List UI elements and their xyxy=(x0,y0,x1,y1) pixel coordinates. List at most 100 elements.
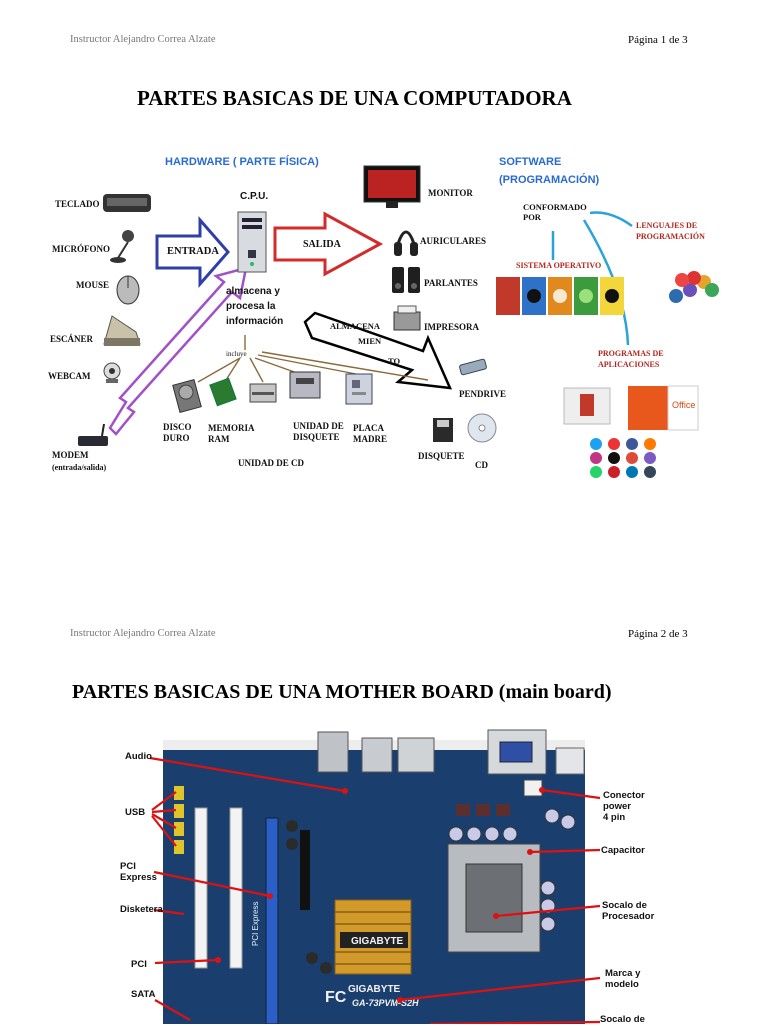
motherboard-icon xyxy=(345,373,373,405)
almacena-line1: almacena y xyxy=(226,286,280,297)
input-label-teclado: TECLADO xyxy=(55,199,100,209)
programas-label-1: PROGRAMAS DE xyxy=(598,349,664,358)
cd-drive-icon xyxy=(249,383,277,403)
io-port-lan xyxy=(361,737,393,773)
os-logos xyxy=(496,277,624,315)
entrada-label: ENTRADA xyxy=(167,246,219,257)
annotation-lines xyxy=(149,756,601,1024)
storage-label-memoria-1: MEMORIA xyxy=(208,423,255,433)
modem-sublabel: (entrada/salida) xyxy=(52,463,107,472)
input-label-mouse: MOUSE xyxy=(76,280,110,290)
storage-label-memoria-2: RAM xyxy=(208,434,230,444)
io-port-audio xyxy=(397,737,435,773)
cpu-socket xyxy=(447,843,541,953)
programas-label-2: APLICACIONES xyxy=(598,360,660,369)
cpu-label: C.P.U. xyxy=(240,191,269,202)
mouse-icon xyxy=(116,275,140,305)
mb-label-pci-express-1: PCI xyxy=(120,861,136,872)
modem-double-arrow xyxy=(108,266,248,436)
io-port-audio-usb xyxy=(317,731,349,773)
output-label-monitor: MONITOR xyxy=(428,188,473,198)
mb-label-pci-express-2: Express xyxy=(120,872,157,883)
mb-label-audio: Audio xyxy=(125,751,152,762)
social-media-icons xyxy=(590,438,656,478)
floppy-drive-icon xyxy=(289,371,321,399)
pendrive-label: PENDRIVE xyxy=(459,389,507,399)
software-heading-line1: SOFTWARE xyxy=(499,156,562,168)
mb-label-marca-2: modelo xyxy=(605,979,639,990)
software-heading-line2: (PROGRAMACIÓN) xyxy=(499,174,600,186)
input-label-webcam: WEBCAM xyxy=(48,371,91,381)
heatsink-fins xyxy=(335,911,411,965)
microphone-icon xyxy=(110,230,134,263)
fc-mark-text: FC xyxy=(325,989,347,1006)
keyboard-icon xyxy=(103,194,151,212)
almacenamiento-label-2: MIEN xyxy=(358,336,382,346)
power-connector-4pin xyxy=(523,779,543,797)
page-2-title-paren: (main board) xyxy=(493,681,612,703)
salida-label: SALIDA xyxy=(303,239,341,250)
modem-label: MODEM xyxy=(52,450,89,460)
page-2-title-main: PARTES BASICAS DE UNA MOTHER BOARD xyxy=(72,681,494,703)
pci-express-slot xyxy=(265,817,279,1024)
mb-label-socalo-1: Socalo de xyxy=(602,900,647,911)
almacenamiento-label-3: TO xyxy=(388,356,401,366)
input-label-escaner: ESCÁNER xyxy=(50,334,94,344)
salida-arrow xyxy=(273,211,384,277)
office-logo-text: Office xyxy=(672,400,696,410)
webcam-icon xyxy=(103,362,121,383)
heatsink-brand-text: GIGABYTE xyxy=(351,936,404,947)
incluye-lines xyxy=(197,335,429,383)
ram-icon xyxy=(209,377,237,407)
hard-disk-icon xyxy=(172,379,202,413)
linux-ubuntu-icon xyxy=(496,277,520,315)
mb-label-conector-1: Conector xyxy=(603,790,645,801)
floppy-disk-icon xyxy=(433,418,453,442)
usb-headers xyxy=(174,786,184,854)
storage-label-disquete-unit-1: UNIDAD DE xyxy=(293,421,344,431)
scanner-icon xyxy=(103,315,141,346)
computer-parts-diagram xyxy=(78,165,719,478)
headphones-icon xyxy=(394,230,418,256)
mb-label-socalo-2: Procesador xyxy=(602,911,655,922)
mb-label-usb: USB xyxy=(125,807,146,818)
page-2-title: PARTES BASICAS DE UNA MOTHER BOARD (main… xyxy=(72,681,612,704)
almacenamiento-label-1: ALMACENA xyxy=(330,321,381,331)
mb-label-pci: PCI xyxy=(131,959,147,970)
storage-label-placa-2: MADRE xyxy=(353,434,387,444)
storage-label-placa-1: PLACA xyxy=(353,423,384,433)
almacena-line3: información xyxy=(226,316,284,327)
capacitors xyxy=(286,808,576,974)
output-label-impresora: IMPRESORA xyxy=(424,322,480,332)
monitor-icon xyxy=(363,165,421,208)
lenguajes-label-1: LENGUAJES DE xyxy=(636,221,698,230)
mb-label-socalo-memoria: Socalo de xyxy=(600,1014,645,1025)
speakers-icon xyxy=(392,267,420,293)
programming-language-icons xyxy=(669,271,719,303)
page-number: Página 1 de 3 xyxy=(628,34,688,46)
storage-label-disco-1: DISCO xyxy=(163,422,192,432)
mb-label-sata: SATA xyxy=(131,989,156,1000)
annotation-dots xyxy=(215,787,545,1003)
page-2-number: Página 2 de 3 xyxy=(628,628,688,640)
mb-label-disketera: Disketera xyxy=(120,904,163,915)
lenguajes-label-2: PROGRAMACIÓN xyxy=(636,232,705,241)
vga-port-blue xyxy=(499,741,533,763)
input-label-microfono: MICRÓFONO xyxy=(52,244,110,254)
cpu-tower-icon xyxy=(237,211,267,273)
board-brand-text: GIGABYTE xyxy=(348,984,401,995)
cd-disc-icon xyxy=(467,413,497,443)
incluye-label: incluye xyxy=(226,350,247,358)
page-2-header-author: Instructor Alejandro Correa Alzate xyxy=(70,628,216,639)
mb-label-capacitor: Capacitor xyxy=(601,845,645,856)
chokes xyxy=(456,804,510,816)
almacenamiento-arrow xyxy=(303,311,453,390)
storage-label-disco-2: DURO xyxy=(163,433,190,443)
printer-icon xyxy=(393,305,421,331)
pci-slot-1 xyxy=(194,807,208,969)
pendrive-icon xyxy=(459,358,487,376)
conformado-label-1: CONFORMADO xyxy=(523,202,587,212)
mb-label-marca-1: Marca y xyxy=(605,968,641,979)
mb-label-conector-2: power xyxy=(603,801,631,812)
app-boxes xyxy=(563,385,699,431)
